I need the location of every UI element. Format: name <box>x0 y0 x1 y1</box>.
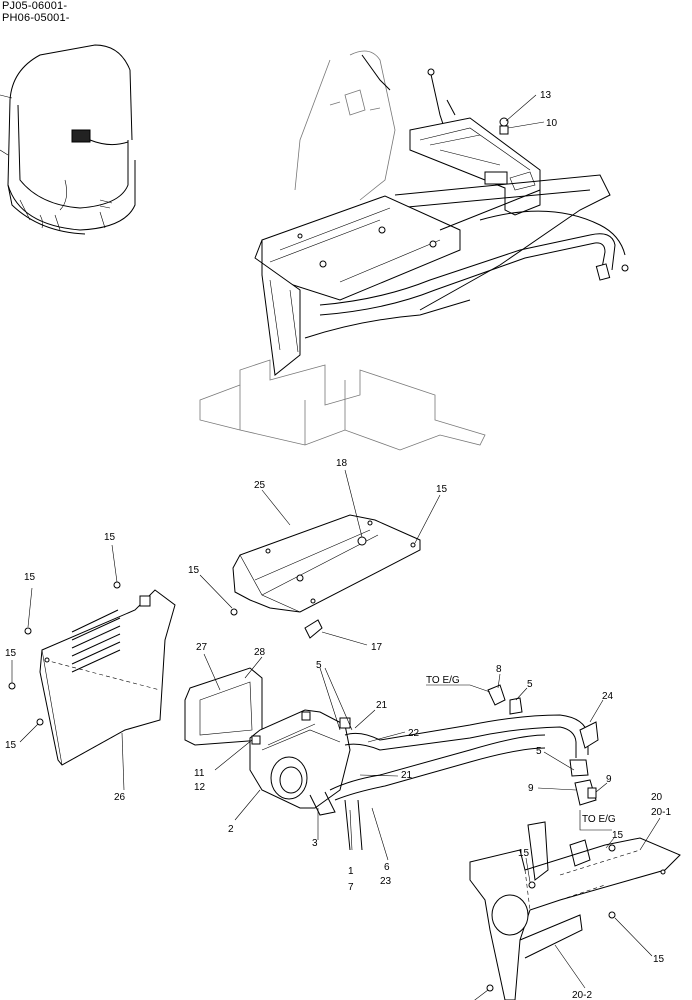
leaders-hoses <box>426 673 612 831</box>
callout-12: 12 <box>194 782 206 793</box>
leaders-cover <box>199 469 441 646</box>
callout-24: 24 <box>602 691 614 702</box>
callout-17: 17 <box>371 642 383 653</box>
callout-22: 22 <box>408 728 420 739</box>
leaders-heater <box>214 667 406 861</box>
callout-15-side-low: 15 <box>5 740 17 751</box>
callout-27: 27 <box>196 642 208 653</box>
callout-7: 7 <box>348 882 354 893</box>
callout-15-side-top: 15 <box>104 532 116 543</box>
callout-20-1: 20-1 <box>651 807 671 818</box>
heater-hoses <box>329 684 599 851</box>
callout-15-side-upper: 15 <box>24 572 36 583</box>
floor-cover-25 <box>232 514 421 613</box>
to-engine-label-lower: TO E/G <box>582 814 616 825</box>
upper-frame-assembly <box>199 50 629 451</box>
side-cover-26 <box>39 589 176 766</box>
callout-25: 25 <box>254 480 266 491</box>
callout-15-bracket-right: 15 <box>653 954 665 965</box>
bracket-20 <box>469 821 681 1000</box>
callout-9-right: 9 <box>606 774 612 785</box>
callout-20-2: 20-2 <box>572 990 592 1000</box>
heater-unit-2 <box>249 709 351 816</box>
callout-21-lower: 21 <box>401 770 413 781</box>
callout-5-right: 5 <box>536 746 542 757</box>
callout-11: 11 <box>194 768 205 779</box>
callout-20: 20 <box>651 792 663 803</box>
callout-13: 13 <box>540 90 552 101</box>
leaders-bracket <box>474 817 661 1000</box>
callout-1: 1 <box>348 866 354 877</box>
callout-15-cover-left: 15 <box>188 565 200 576</box>
callout-3: 3 <box>312 838 318 849</box>
filter-27-28 <box>184 667 263 746</box>
callout-2: 2 <box>228 824 234 835</box>
cab-inset-illustration <box>0 44 136 235</box>
callout-21-upper: 21 <box>376 700 388 711</box>
callout-26: 26 <box>114 792 126 803</box>
serial-range-line-2: PH06-05001- <box>2 12 70 24</box>
serial-range-line-1: PJ05-06001- <box>2 0 68 12</box>
callout-8: 8 <box>496 664 502 675</box>
callout-15-bracket-top: 15 <box>612 830 624 841</box>
callout-9-left: 9 <box>528 783 534 794</box>
callout-10: 10 <box>546 118 558 129</box>
callout-23: 23 <box>380 876 392 887</box>
callout-15-bracket-left: 15 <box>518 848 530 859</box>
callout-5-upper-right: 5 <box>527 679 533 690</box>
callout-28: 28 <box>254 647 266 658</box>
callout-18: 18 <box>336 458 348 469</box>
callout-6: 6 <box>384 862 390 873</box>
leaders-side-cover <box>11 544 125 791</box>
callout-15-side-mid: 15 <box>5 648 17 659</box>
leaders-filter <box>203 653 263 691</box>
callout-5-heater: 5 <box>316 660 322 671</box>
leaders-upper <box>505 94 545 129</box>
callout-15-cover-right: 15 <box>436 484 448 495</box>
to-engine-label-upper: TO E/G <box>426 675 460 686</box>
